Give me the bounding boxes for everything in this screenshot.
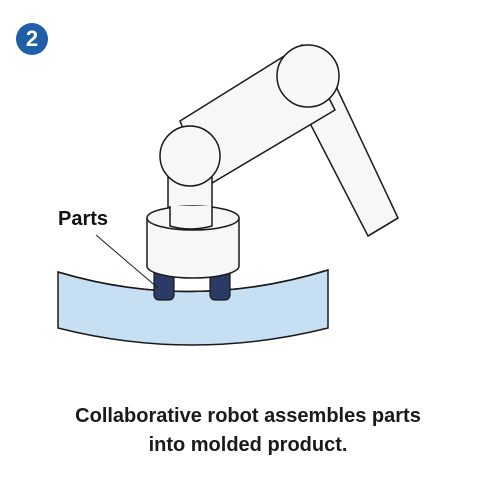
tray-top-edge — [57, 269, 329, 293]
molded-tray — [57, 268, 329, 346]
elbow-joint — [159, 125, 221, 187]
gripper-cylinder — [146, 217, 240, 279]
gripper-body — [146, 205, 240, 279]
step-number-badge: 2 — [16, 23, 48, 55]
shoulder-joint — [276, 44, 340, 108]
diagram-caption: Collaborative robot assembles parts into… — [0, 402, 496, 460]
parts-label: Parts — [58, 208, 109, 230]
parts-leader-line — [95, 234, 159, 289]
caption-line-2: into molded product. — [148, 434, 348, 456]
upper-arm-end — [367, 217, 399, 237]
wrist-column-inner — [169, 206, 213, 230]
caption-line-1: Collaborative robot assembles parts — [75, 405, 421, 427]
